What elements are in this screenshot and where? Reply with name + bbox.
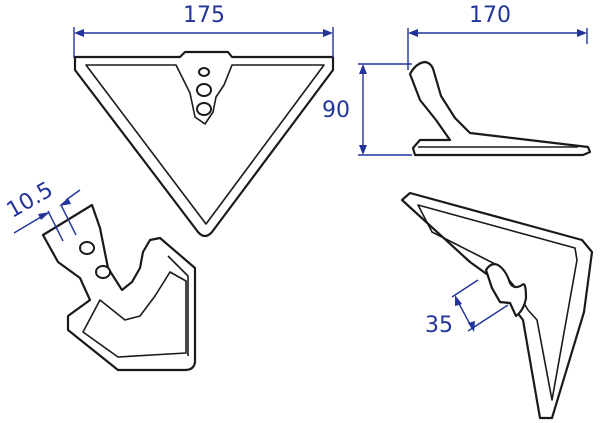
dimension-90: 90 [322, 63, 412, 156]
detail-upper-bolt-hole [79, 241, 95, 255]
upper-bolt-hole [196, 83, 212, 97]
dimension-label-width-side: 170 [469, 3, 511, 28]
detail-lower-bolt-hole [95, 265, 111, 279]
lower-bolt-hole [196, 102, 212, 116]
dimension-175: 175 [73, 3, 334, 58]
side-view-blade [408, 60, 592, 157]
dimension-label-hole-spacing: 10.5 [3, 177, 58, 223]
front-view-blade [73, 50, 335, 238]
dimension-35: 35 [425, 279, 509, 338]
dimension-label-width-front: 175 [183, 3, 225, 28]
dimension-170: 170 [407, 3, 588, 70]
underside-view-blade [400, 191, 594, 420]
detail-view-blade-half [41, 203, 197, 372]
top-notch-hole [198, 67, 210, 77]
dimension-label-notch-width: 35 [425, 313, 453, 338]
dimension-label-height-side: 90 [322, 98, 350, 123]
